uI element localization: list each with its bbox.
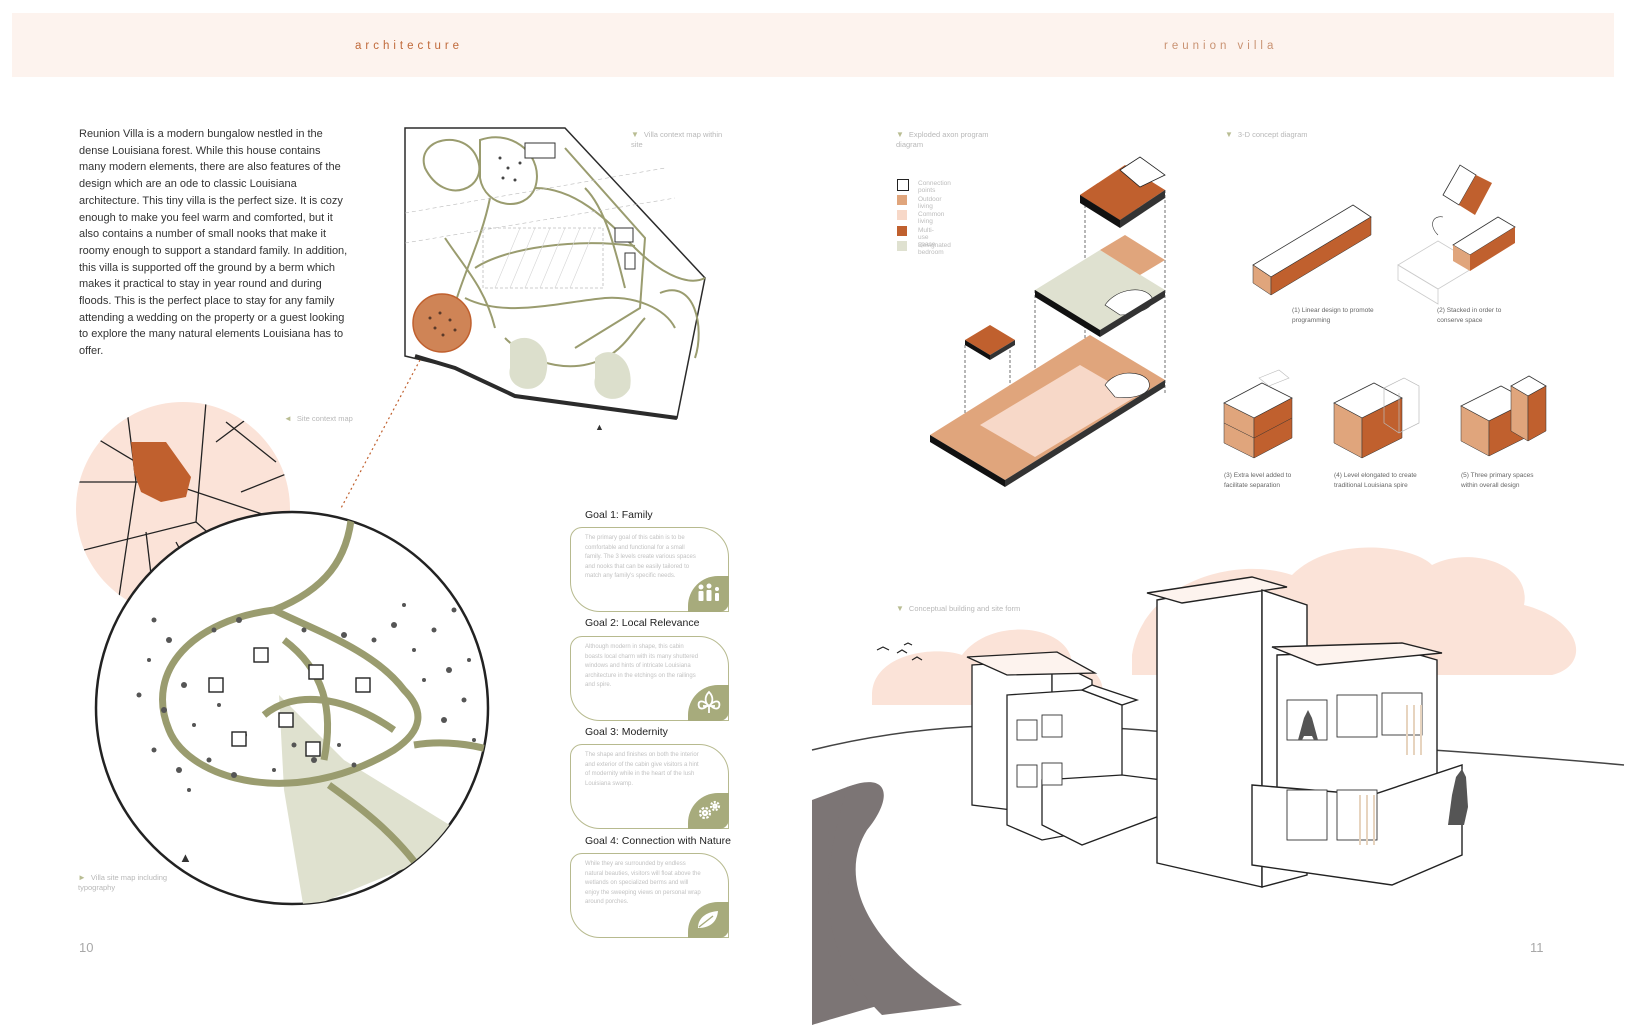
marker-icon: ◄: [284, 414, 292, 423]
goal-4-card: While they are surrounded by endless nat…: [570, 853, 729, 938]
goal-3-title: Goal 3: Modernity: [585, 726, 668, 738]
marker-icon: ▼: [896, 130, 904, 139]
legend-swatch-multiuse: [897, 225, 907, 236]
exploded-axon-diagram: [930, 156, 1166, 487]
conceptual-building-render: [811, 547, 1625, 1025]
concept-4-caption: (4) Level elongated to create traditiona…: [1334, 472, 1417, 489]
concept-2-caption: (2) Stacked in order to conserve space: [1437, 307, 1502, 324]
concept-3d-caption: ▼3-D concept diagram: [1225, 130, 1308, 139]
concept-1-caption: (1) Linear design to promote programming: [1292, 307, 1374, 324]
legend-swatch-outdoor: [897, 194, 907, 205]
goal-2-text: Although modern in shape, this cabin boa…: [585, 644, 699, 689]
goal-3-text: The shape and finishes on both the inter…: [585, 752, 699, 787]
legend-swatch-common: [897, 210, 907, 220]
svg-text:▲: ▲: [595, 422, 604, 432]
intro-paragraph: Reunion Villa is a modern bungalow nestl…: [79, 128, 348, 358]
exploded-axon-caption: ▼Exploded axon program diagram: [896, 130, 989, 149]
page-number-right: 11: [1530, 940, 1544, 955]
goal-1-text: The primary goal of this cabin is to be …: [585, 535, 696, 580]
villa-site-caption: ►Villa site map including typography: [78, 873, 168, 892]
site-context-caption: ◄Site context map: [284, 414, 353, 423]
header-band: architecture reunion villa: [12, 13, 1614, 77]
villa-context-caption: ▼Villa context map within site: [631, 130, 723, 149]
svg-text:▲: ▲: [179, 850, 192, 865]
project-label: reunion villa: [1164, 40, 1278, 52]
page-number-left: 10: [79, 940, 94, 955]
concept-5-caption: (5) Three primary spaces within overall …: [1461, 472, 1534, 489]
gears-icon: [688, 793, 729, 829]
goal-4-text: While they are surrounded by endless nat…: [585, 861, 701, 906]
villa-site-map: ▲: [94, 510, 490, 906]
legend-swatch-bedroom: [897, 241, 907, 251]
section-label: architecture: [355, 40, 464, 52]
marker-icon: ►: [78, 873, 86, 882]
goal-3-card: The shape and finishes on both the inter…: [570, 744, 729, 829]
concept-4-elongated: [1333, 377, 1420, 459]
goal-4-title: Goal 4: Connection with Nature: [585, 835, 731, 847]
family-icon: [688, 576, 729, 612]
concept-1-linear: [1252, 204, 1372, 296]
concept-2-stacked: [1397, 164, 1516, 305]
goal-2-title: Goal 2: Local Relevance: [585, 617, 700, 629]
legend-swatch-connection: [897, 179, 909, 191]
concept-5-three-spaces: [1460, 375, 1547, 457]
connector-line: [339, 359, 421, 511]
goal-1-card: The primary goal of this cabin is to be …: [570, 527, 729, 612]
villa-context-map: ▲: [404, 127, 706, 432]
concept-3-caption: (3) Extra level added to facilitate sepa…: [1224, 472, 1292, 489]
marker-icon: ▼: [1225, 130, 1233, 139]
goal-2-card: Although modern in shape, this cabin boa…: [570, 636, 729, 721]
conceptual-building-caption: ▼Conceptual building and site form: [896, 604, 1021, 613]
marker-icon: ▼: [896, 604, 904, 613]
goal-1-title: Goal 1: Family: [585, 509, 653, 521]
concept-3-extra-level: [1223, 369, 1293, 459]
marker-icon: ▼: [631, 130, 639, 139]
